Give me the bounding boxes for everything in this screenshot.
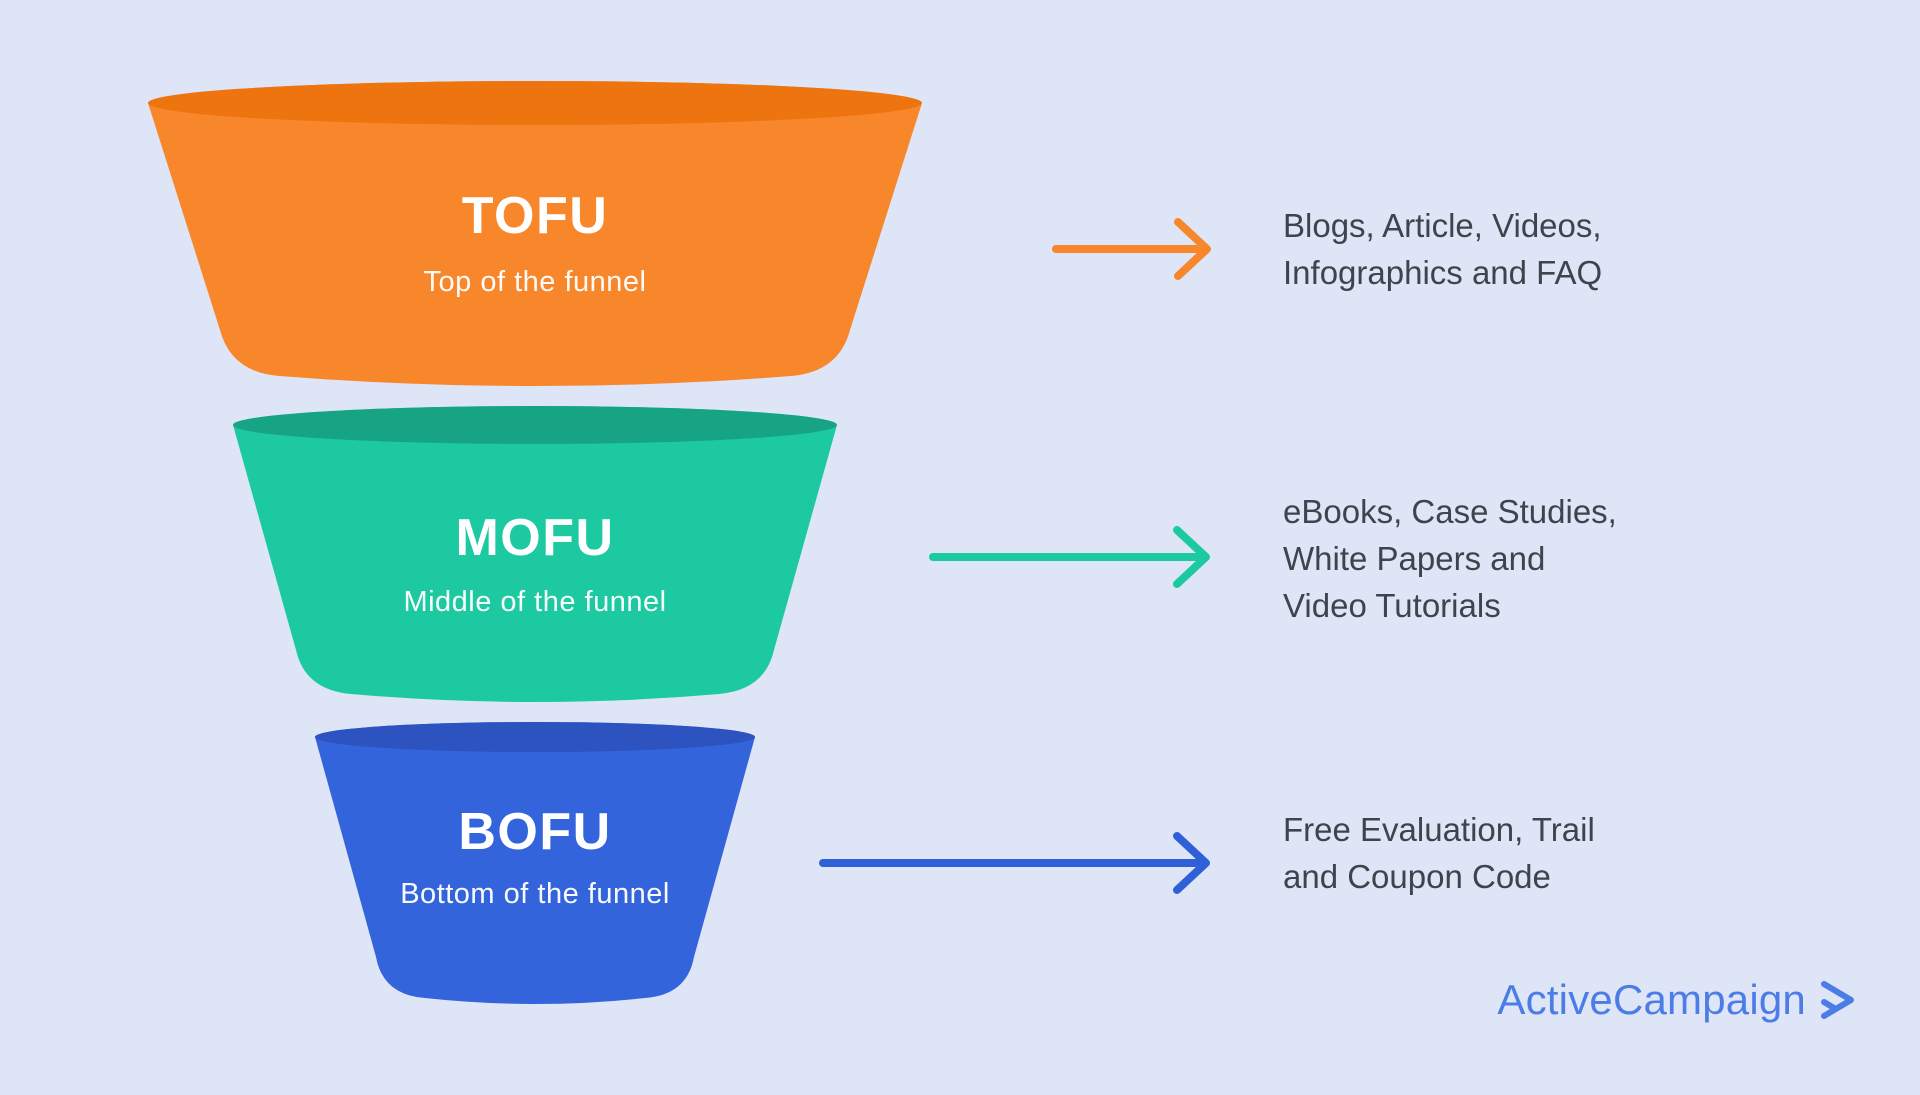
tofu-description: Blogs, Article, Videos, Infographics and…	[1283, 202, 1843, 296]
bofu-arrow-head	[1173, 832, 1210, 894]
bofu-description-line: Free Evaluation, Trail	[1283, 811, 1595, 848]
mofu-body-shape	[233, 406, 837, 702]
mofu-description-line: Video Tutorials	[1283, 587, 1501, 624]
mofu-segment	[233, 406, 837, 702]
tofu-title: TOFU	[461, 187, 609, 245]
mofu-description: eBooks, Case Studies, White Papers and V…	[1283, 488, 1843, 629]
bofu-body-shape	[315, 722, 755, 1004]
tofu-description-line: Infographics and FAQ	[1283, 254, 1603, 291]
mofu-arrow	[929, 526, 1210, 588]
bofu-subtitle: Bottom of the funnel	[400, 878, 670, 910]
tofu-arrow	[1052, 218, 1211, 280]
tofu-subtitle: Top of the funnel	[423, 266, 647, 298]
tofu-body-shape	[148, 81, 922, 386]
tofu-description-line: Blogs, Article, Videos,	[1283, 207, 1602, 244]
bofu-title: BOFU	[458, 803, 612, 861]
bofu-rim-ellipse	[315, 722, 755, 752]
activecampaign-logo: ActiveCampaign	[1497, 978, 1858, 1022]
tofu-rim-ellipse	[148, 81, 922, 125]
mofu-description-line: White Papers and	[1283, 540, 1546, 577]
tofu-segment	[148, 81, 922, 386]
activecampaign-chevron-icon	[1821, 981, 1854, 1019]
bofu-segment	[315, 722, 755, 1004]
mofu-arrow-head	[1173, 526, 1210, 588]
bofu-description-line: and Coupon Code	[1283, 858, 1551, 895]
mofu-rim-ellipse	[233, 406, 837, 444]
mofu-subtitle: Middle of the funnel	[403, 586, 667, 618]
mofu-description-line: eBooks, Case Studies,	[1283, 493, 1617, 530]
mofu-title: MOFU	[455, 509, 615, 567]
activecampaign-logo-text: ActiveCampaign	[1497, 976, 1806, 1023]
bofu-description: Free Evaluation, Trail and Coupon Code	[1283, 806, 1843, 900]
tofu-arrow-head	[1174, 218, 1211, 280]
bofu-arrow	[819, 832, 1210, 894]
